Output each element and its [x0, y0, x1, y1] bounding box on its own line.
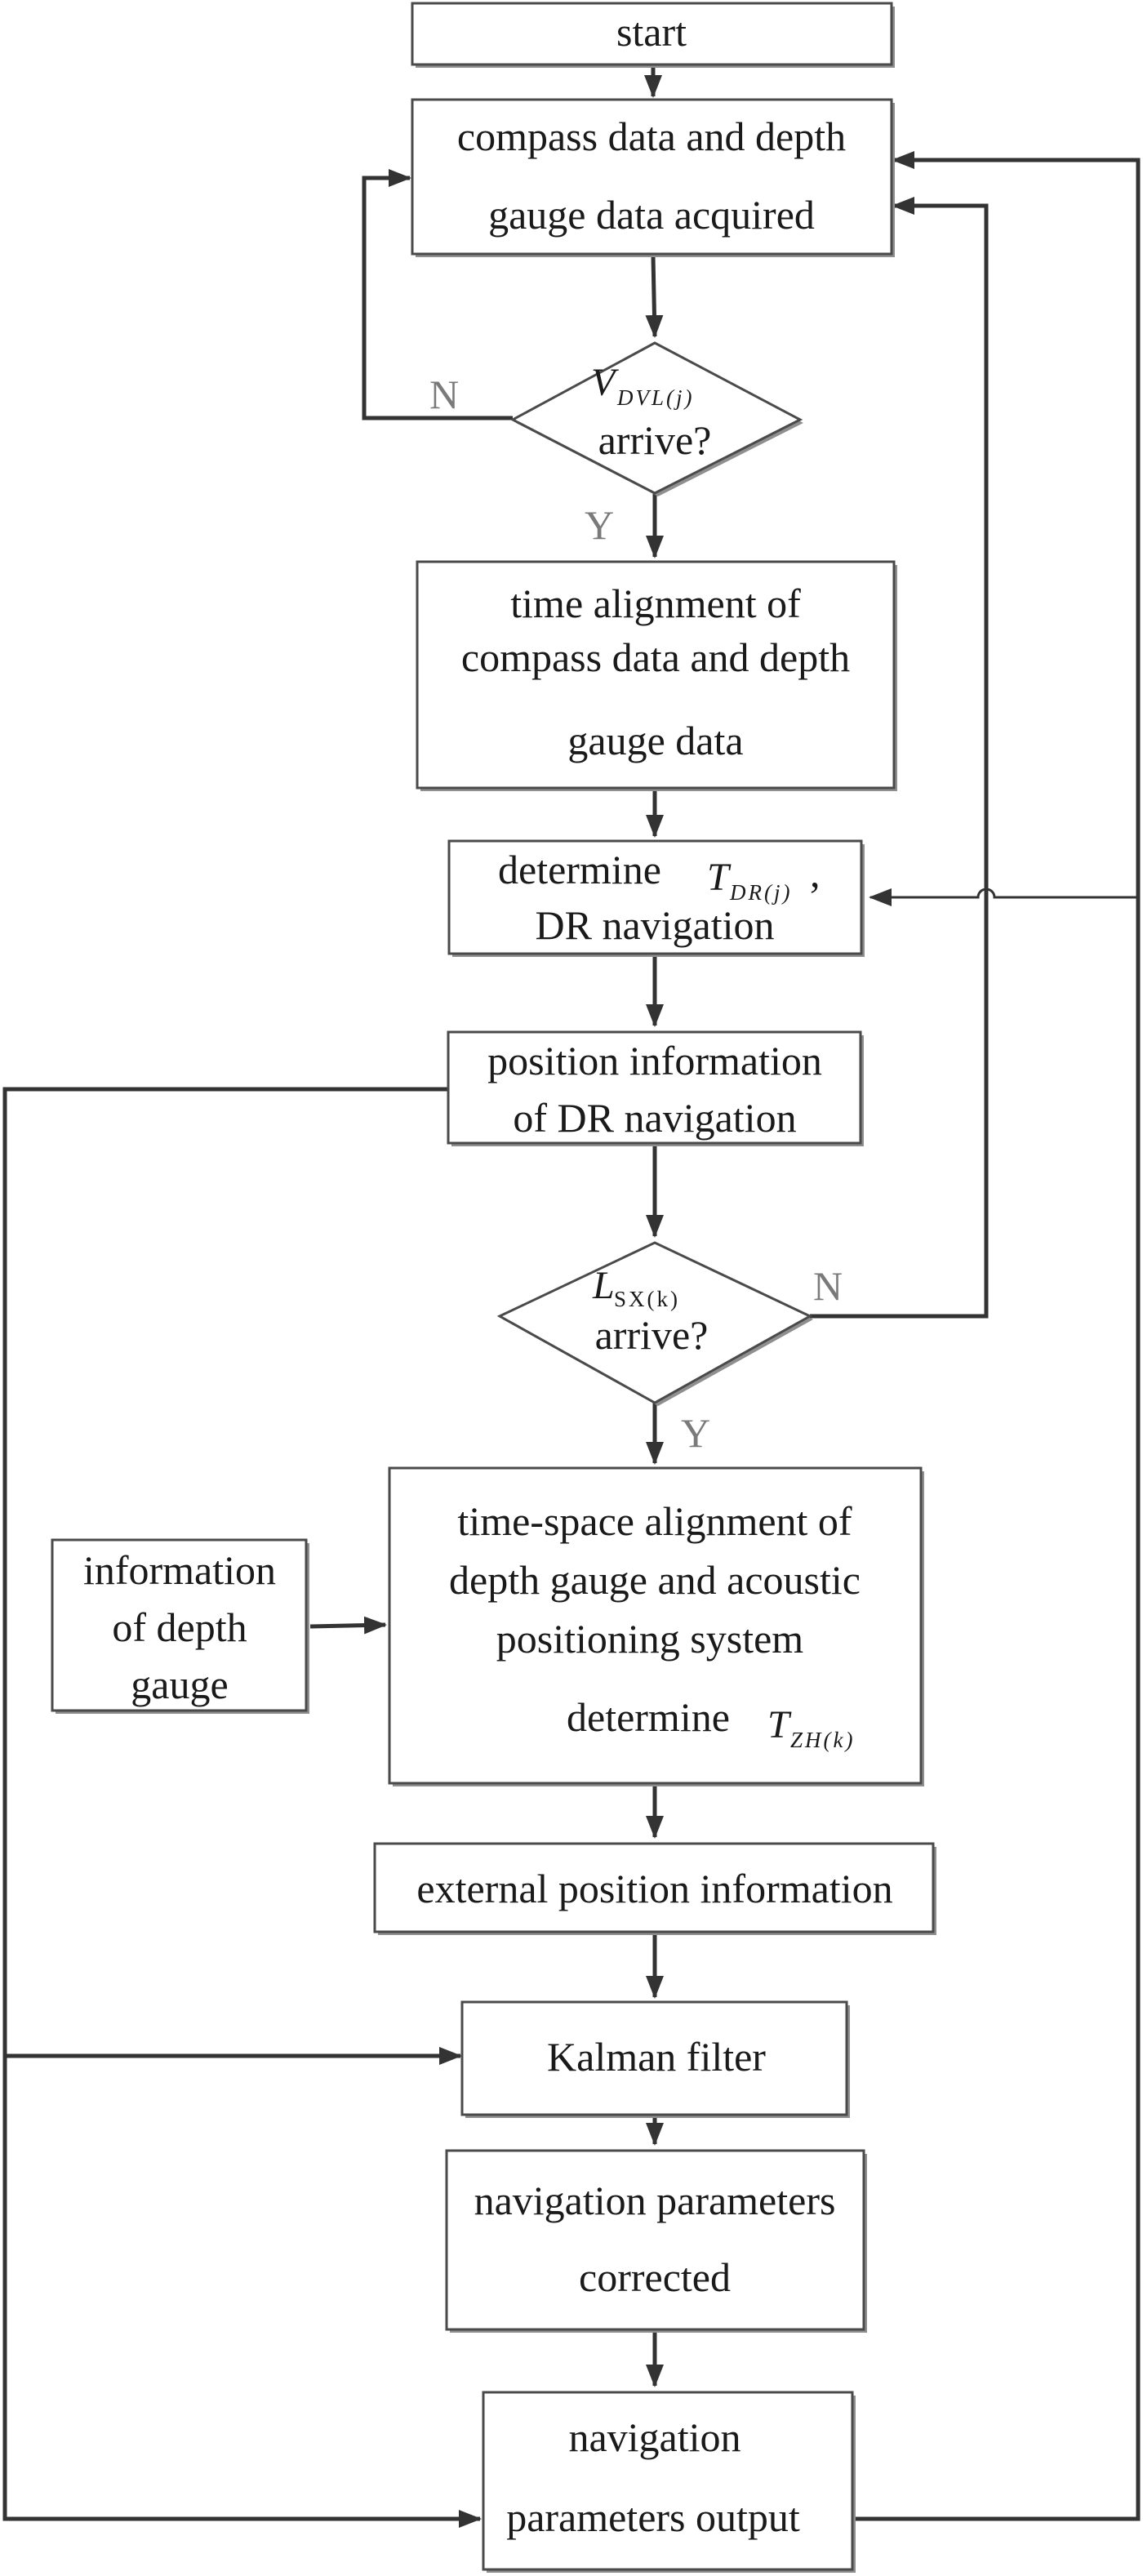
lsx-subscript: SX(k) [614, 1287, 680, 1311]
lsx-question: arrive? [595, 1312, 709, 1358]
acquire-node: compass data and depth gauge data acquir… [411, 98, 895, 257]
nav-output-line-2: parameters output [506, 2494, 800, 2540]
determine-dr-subscript: DR(j) [729, 880, 792, 905]
external-position-node: external position information [373, 1842, 936, 1935]
time-alignment-line-3: gauge data [567, 718, 743, 763]
start-label: start [616, 9, 687, 55]
depth-info-line-1: information [83, 1547, 276, 1593]
time-alignment-line-2: compass data and depth [461, 634, 850, 680]
determine-zh-prefix: determine [567, 1694, 730, 1740]
edge-depth-info-to-alignment [309, 1616, 387, 1635]
edge-output-feedback-determine [869, 888, 1136, 906]
nav-corrected-node: navigation parameters corrected [445, 2149, 867, 2333]
nav-output-node: navigation parameters output [482, 2391, 856, 2573]
determine-dr-comma: , [810, 850, 821, 896]
determine-dr-node: determine T DR(j) , DR navigation [447, 839, 865, 957]
determine-dr-prefix: determine [498, 847, 661, 892]
lsx-decision: L SX(k) arrive? [496, 1241, 813, 1406]
nav-output-line-1: navigation [568, 2414, 741, 2460]
edge-lsx-no-loop [810, 197, 989, 1319]
edge-dvl-no-loop [362, 169, 513, 420]
edge-output-feedback-acquire [852, 151, 1141, 2521]
dvl-no-label: N [429, 371, 459, 417]
time-space-line-2: depth gauge and acoustic [449, 1557, 861, 1603]
acquire-line-2: gauge data acquired [488, 192, 815, 238]
connectors [2, 65, 1141, 2528]
acquire-line-1: compass data and depth [457, 113, 846, 159]
start-node: start [411, 2, 895, 68]
time-space-alignment-node: time-space alignment of depth gauge and … [388, 1466, 924, 1786]
determine-zh-subscript: ZH(k) [790, 1728, 855, 1752]
time-alignment-node: time alignment of compass data and depth… [416, 560, 897, 791]
nav-corrected-line-1: navigation parameters [474, 2178, 836, 2223]
depth-info-line-3: gauge [131, 1662, 228, 1707]
edge-acquire-to-dvl [645, 256, 664, 338]
nav-corrected-line-2: corrected [579, 2254, 731, 2300]
determine-dr-line-2: DR navigation [535, 902, 774, 948]
lsx-no-label: N [813, 1263, 843, 1309]
kalman-label: Kalman filter [547, 2034, 766, 2080]
time-space-line-3: positioning system [496, 1616, 804, 1662]
kalman-node: Kalman filter [460, 2000, 850, 2118]
dvl-yes-label: Y [585, 502, 614, 548]
dvl-symbol: V [591, 361, 619, 404]
dr-position-line-1: position information [487, 1038, 822, 1083]
time-space-line-1: time-space alignment of [457, 1498, 852, 1544]
time-alignment-line-1: time alignment of [510, 581, 801, 626]
depth-info-node: information of depth gauge [51, 1538, 309, 1714]
dvl-subscript: DVL(j) [616, 385, 695, 410]
lsx-yes-label: Y [681, 1410, 710, 1456]
dr-position-line-2: of DR navigation [513, 1095, 796, 1141]
dr-position-node: position information of DR navigation [447, 1030, 864, 1146]
edge-dr-position-to-output [2, 1087, 482, 2528]
dvl-decision: V DVL(j) arrive? [509, 341, 803, 496]
depth-info-line-2: of depth [112, 1604, 247, 1650]
dvl-question: arrive? [598, 417, 712, 463]
determine-dr-symbol: T [707, 856, 732, 899]
determine-zh-symbol: T [767, 1703, 792, 1746]
lsx-symbol: L [592, 1264, 615, 1307]
external-position-label: external position information [416, 1866, 892, 1911]
